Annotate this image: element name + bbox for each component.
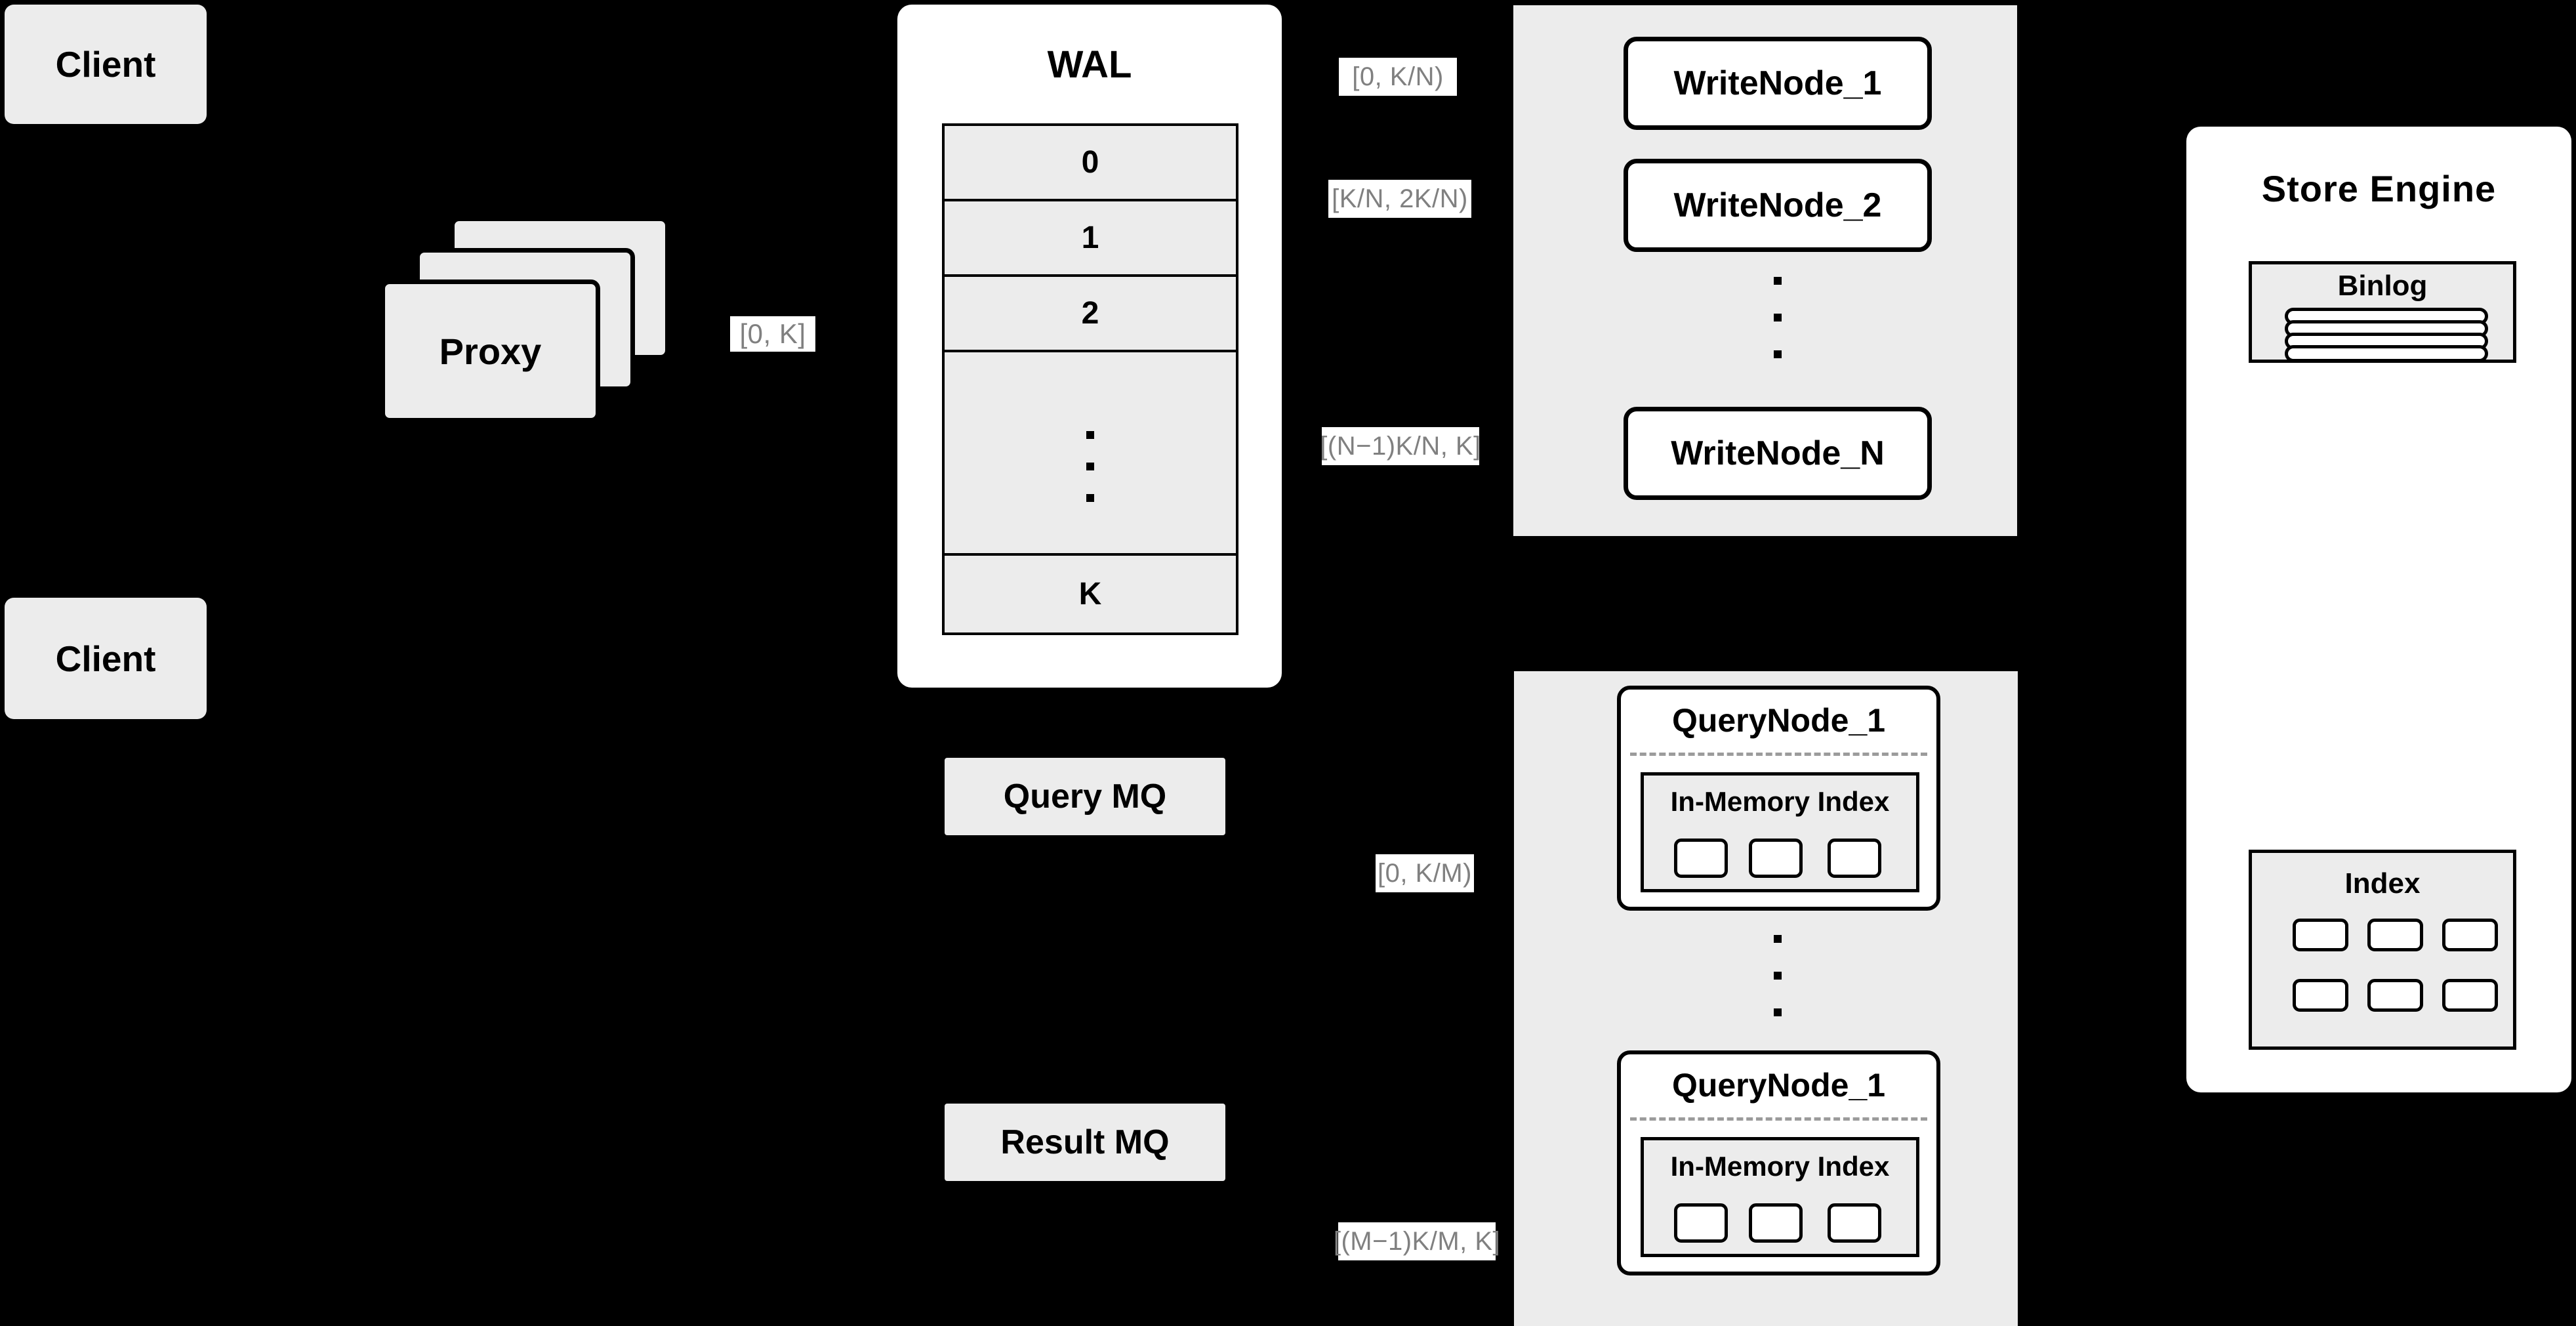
binlog-label: Binlog	[2337, 270, 2428, 302]
store-engine-title: Store Engine	[2261, 168, 2497, 209]
client-box-1[interactable]: Client	[5, 5, 207, 124]
query-node-1-divider	[1630, 753, 1927, 756]
client-label-2: Client	[55, 638, 156, 679]
client-box-2[interactable]: Client	[5, 598, 207, 719]
query-node-m[interactable]: QueryNode_1 In-Memory Index	[1617, 1050, 1940, 1275]
index-cell[interactable]	[2367, 979, 2423, 1012]
index-cell[interactable]	[2293, 919, 2348, 951]
ellipsis-dot	[1774, 277, 1782, 285]
wal-entry-label: K	[1078, 577, 1102, 611]
store-engine-panel: Store Engine Binlog Index	[2186, 127, 2571, 1092]
result-mq-label: Result MQ	[1000, 1123, 1170, 1161]
result-mq-box[interactable]: Result MQ	[945, 1104, 1225, 1181]
edge-label-text: [0, K/N)	[1352, 62, 1444, 91]
edge-label-writenode-2: [K/N, 2K/N)	[1328, 180, 1471, 218]
wal-panel: WAL 0 1 2 K	[897, 5, 1282, 688]
proxy-stack[interactable]: Proxy	[380, 217, 670, 440]
query-mq-box[interactable]: Query MQ	[945, 758, 1225, 835]
client-label-1: Client	[55, 44, 156, 85]
query-node-m-divider	[1630, 1117, 1927, 1121]
index-cell[interactable]	[2442, 919, 2498, 951]
ellipsis-dot	[1774, 1008, 1782, 1016]
write-node-2[interactable]: WriteNode_2	[1624, 159, 1932, 252]
ellipsis-dot	[1086, 494, 1094, 502]
wal-entry-2[interactable]: 2	[945, 277, 1236, 352]
edge-label-querynode-1: [0, K/M)	[1376, 854, 1474, 892]
index-cell[interactable]	[2293, 979, 2348, 1012]
write-node-label: WriteNode_1	[1673, 64, 1882, 102]
wal-entry-0[interactable]: 0	[945, 126, 1236, 201]
ellipsis-dot	[1774, 350, 1782, 358]
wal-entry-1[interactable]: 1	[945, 201, 1236, 277]
proxy-card-front[interactable]: Proxy	[380, 280, 600, 423]
store-index-box: Index	[2249, 850, 2516, 1050]
index-segment[interactable]	[1674, 839, 1728, 878]
index-segment[interactable]	[1674, 1203, 1728, 1243]
query-node-1[interactable]: QueryNode_1 In-Memory Index	[1617, 686, 1940, 911]
edge-label-querynode-m: [(M−1)K/M, K]	[1334, 1222, 1500, 1260]
query-node-1-title: QueryNode_1	[1671, 702, 1886, 739]
write-node-label: WriteNode_N	[1671, 434, 1885, 472]
edge-label-text: [0, K/M)	[1377, 858, 1473, 888]
binlog-box: Binlog	[2249, 261, 2516, 363]
index-segment[interactable]	[1828, 839, 1881, 878]
edge-label-text: [(N−1)K/N, K]	[1320, 431, 1481, 461]
edge-label-writenode-n: [(N−1)K/N, K]	[1320, 427, 1481, 465]
wal-entry-label: 2	[1081, 296, 1099, 331]
index-segment[interactable]	[1749, 839, 1803, 878]
ellipsis-dot	[1086, 463, 1094, 470]
proxy-label: Proxy	[439, 330, 542, 372]
write-node-group: WriteNode_1 WriteNode_2 WriteNode_N	[1513, 5, 2017, 536]
in-memory-index-1-label: In-Memory Index	[1670, 786, 1890, 817]
index-segment[interactable]	[1749, 1203, 1803, 1243]
in-memory-index-1: In-Memory Index	[1641, 772, 1919, 892]
query-mq-label: Query MQ	[1003, 777, 1167, 816]
index-segment[interactable]	[1828, 1203, 1881, 1243]
write-node-1[interactable]: WriteNode_1	[1624, 37, 1932, 130]
ellipsis-dot	[1774, 935, 1782, 943]
wal-entry-label: 0	[1081, 145, 1099, 180]
wal-entry-table: 0 1 2 K	[942, 123, 1238, 635]
index-cell[interactable]	[2442, 979, 2498, 1012]
in-memory-index-m: In-Memory Index	[1641, 1137, 1919, 1257]
index-cell[interactable]	[2367, 919, 2423, 951]
write-node-label: WriteNode_2	[1673, 186, 1882, 224]
wal-title: WAL	[1047, 43, 1132, 86]
edge-label-writenode-1: [0, K/N)	[1339, 58, 1457, 96]
query-node-m-title: QueryNode_1	[1671, 1067, 1886, 1104]
edge-label-text: [0, K]	[739, 318, 806, 349]
edge-label-text: [K/N, 2K/N)	[1332, 184, 1468, 213]
store-index-label: Index	[2344, 867, 2421, 900]
wal-entry-k[interactable]: K	[945, 556, 1236, 632]
edge-label-text: [(M−1)K/M, K]	[1333, 1226, 1501, 1256]
wal-entry-label: 1	[1081, 220, 1099, 255]
wal-entry-ellipsis	[945, 352, 1236, 556]
write-node-n[interactable]: WriteNode_N	[1624, 407, 1932, 500]
query-node-group: QueryNode_1 In-Memory Index QueryNode_1 …	[1514, 671, 2018, 1326]
ellipsis-dot	[1774, 972, 1782, 980]
ellipsis-dot	[1086, 431, 1094, 439]
edge-label-proxy-to-wal: [0, K]	[730, 316, 815, 352]
in-memory-index-m-label: In-Memory Index	[1670, 1151, 1890, 1182]
binlog-row[interactable]	[2285, 345, 2488, 362]
ellipsis-dot	[1774, 314, 1782, 321]
